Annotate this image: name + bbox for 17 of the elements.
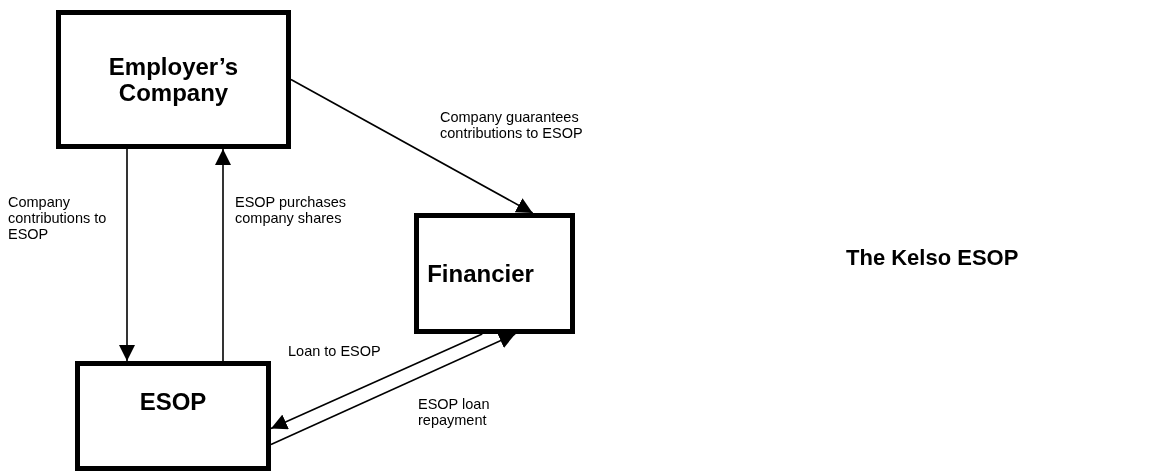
box-label: ESOP [139, 389, 207, 415]
edge-label: ESOP purchases company shares [235, 195, 347, 227]
arrow [290, 78, 534, 214]
process-box [75, 361, 271, 471]
box-label: Employer’s Company [107, 54, 240, 105]
arrow [270, 333, 516, 446]
diagram-title: The Kelso ESOP [846, 245, 1019, 271]
process-box [414, 213, 575, 334]
arrow [270, 333, 484, 430]
process-box [56, 10, 291, 149]
box-label: Financier [427, 260, 534, 287]
edge-label: Company guarantees contributions to ESOP [440, 110, 584, 142]
edge-label: Loan to ESOP [288, 344, 382, 360]
arrow [215, 148, 231, 362]
arrow [119, 148, 135, 362]
edge-label: ESOP loan repayment [418, 397, 491, 429]
edge-label: Company contributions to ESOP [8, 195, 108, 243]
